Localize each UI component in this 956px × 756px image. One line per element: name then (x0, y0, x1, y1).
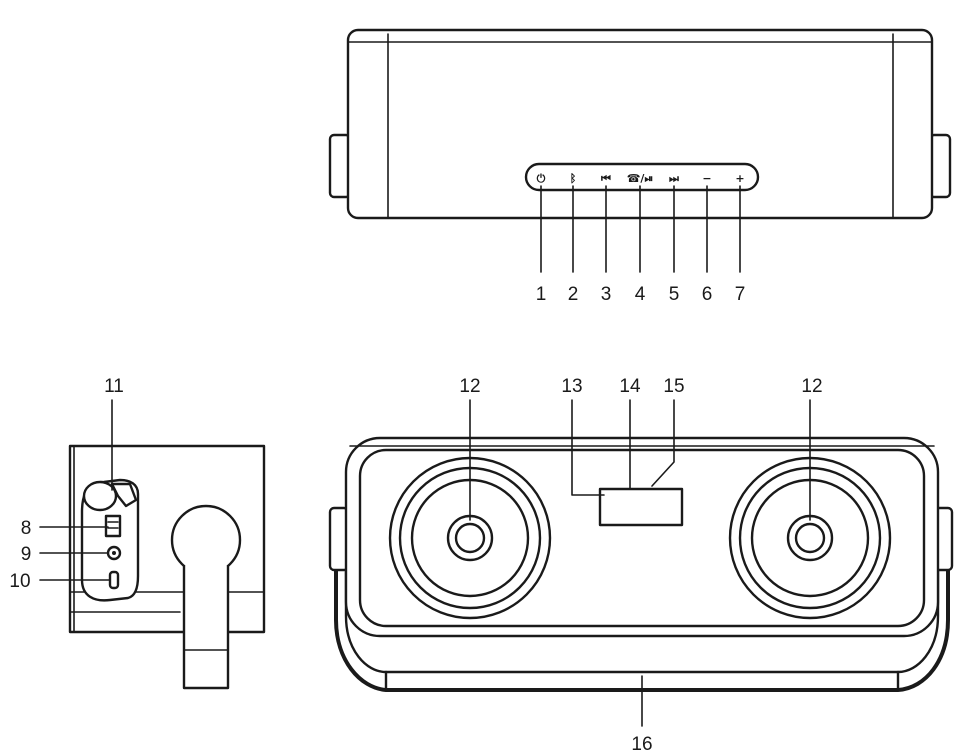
callout-3: 3 (601, 284, 612, 305)
side-view: 11 8 9 10 (9, 376, 266, 690)
usb-port (104, 514, 122, 538)
callout-1: 1 (536, 284, 547, 305)
volume-down-icon[interactable]: − (702, 172, 711, 185)
previous-track-icon[interactable]: ⏮ (601, 172, 611, 185)
volume-up-icon[interactable]: + (735, 172, 744, 185)
callout-6: 6 (702, 284, 713, 305)
callout-16: 16 (631, 734, 652, 755)
front-leader-lines (540, 185, 741, 273)
callout-2: 2 (568, 284, 579, 305)
callout-11: 11 (104, 376, 124, 397)
callout-10: 10 (9, 571, 30, 592)
control-panel (524, 162, 760, 192)
power-icon[interactable]: ⏻ (537, 172, 546, 185)
callout-14: 14 (619, 376, 641, 397)
display-window (598, 487, 684, 527)
front-view: ⏻ ᛒ ⏮ ☎/⏯ ⏭ − + 1 2 3 4 5 6 7 (328, 28, 952, 305)
handle-arm (182, 565, 230, 690)
call-play-pause-icon[interactable]: ☎/⏯ (627, 172, 654, 185)
callout-15: 15 (663, 376, 684, 397)
callout-12-right: 12 (801, 376, 822, 397)
bluetooth-icon[interactable]: ᛒ (570, 172, 577, 185)
next-track-icon[interactable]: ⏭ (669, 172, 679, 185)
ports-cover-tab (82, 480, 118, 512)
top-view: 12 12 13 14 15 16 (328, 376, 954, 755)
handle-pivot (170, 504, 242, 576)
top-body-inner (358, 448, 926, 628)
callout-5: 5 (669, 284, 680, 305)
callout-12-left: 12 (459, 376, 480, 397)
callout-13: 13 (561, 376, 582, 397)
charge-port (108, 570, 120, 590)
callout-7: 7 (735, 284, 746, 305)
callout-9: 9 (21, 544, 32, 565)
callout-4: 4 (635, 284, 646, 305)
callout-8: 8 (21, 518, 32, 539)
handle-inner (344, 558, 940, 674)
